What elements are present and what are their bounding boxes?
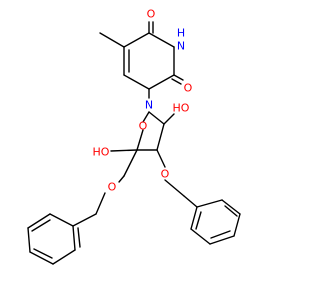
bond — [72, 225, 76, 251]
bond — [118, 175, 125, 183]
bond — [148, 111, 165, 125]
bond — [148, 74, 175, 90]
bond — [123, 74, 150, 90]
bond — [210, 230, 231, 239]
bond — [99, 32, 125, 48]
hydroxyl-left: HO — [93, 146, 110, 159]
bond — [72, 213, 97, 227]
bond — [221, 199, 241, 215]
right-benzyl-group — [164, 179, 241, 245]
bond — [95, 192, 106, 215]
bond — [209, 235, 235, 245]
ring-nitrogen: N — [145, 99, 153, 112]
bond — [31, 219, 51, 232]
ring-oxygen: O — [139, 120, 148, 133]
bond — [164, 179, 185, 197]
furanose-ring — [110, 111, 175, 177]
ether-oxygen-right: O — [161, 168, 170, 181]
bond — [27, 213, 51, 229]
molecule-svg: O H N O N O HO HO O O — [27, 8, 241, 265]
bond — [136, 129, 144, 151]
structure-diagram: O H N O N O HO HO O O — [27, 7, 241, 265]
bond — [173, 74, 184, 81]
bond — [148, 32, 175, 48]
ether-oxygen-left: O — [108, 181, 117, 194]
bond — [29, 251, 54, 265]
bond — [110, 149, 138, 152]
bond — [195, 211, 202, 230]
bond — [224, 205, 238, 217]
hydroxyl-top: HO — [173, 102, 190, 115]
bond — [142, 111, 150, 123]
bond — [123, 149, 138, 177]
bond — [33, 248, 53, 259]
bond — [190, 228, 211, 245]
pyrimidine-ring — [99, 21, 184, 99]
bond — [190, 206, 198, 230]
bond — [233, 213, 241, 237]
nh-nitrogen: N — [177, 40, 185, 53]
bond — [27, 227, 31, 253]
bond — [171, 78, 182, 85]
nh-hydrogen: H — [177, 27, 185, 40]
bond — [156, 149, 166, 168]
bond — [52, 249, 76, 265]
bond — [49, 213, 74, 227]
bond — [77, 227, 81, 248]
carbonyl-oxygen-right: O — [184, 82, 193, 95]
bond — [156, 123, 165, 151]
atom-labels: O H N O N O HO HO O O — [93, 8, 193, 194]
carbonyl-oxygen-top: O — [147, 8, 156, 21]
bond — [123, 32, 150, 48]
bond — [183, 195, 198, 208]
left-benzyl-group — [27, 175, 125, 265]
bond — [163, 113, 175, 125]
bond — [196, 199, 223, 208]
